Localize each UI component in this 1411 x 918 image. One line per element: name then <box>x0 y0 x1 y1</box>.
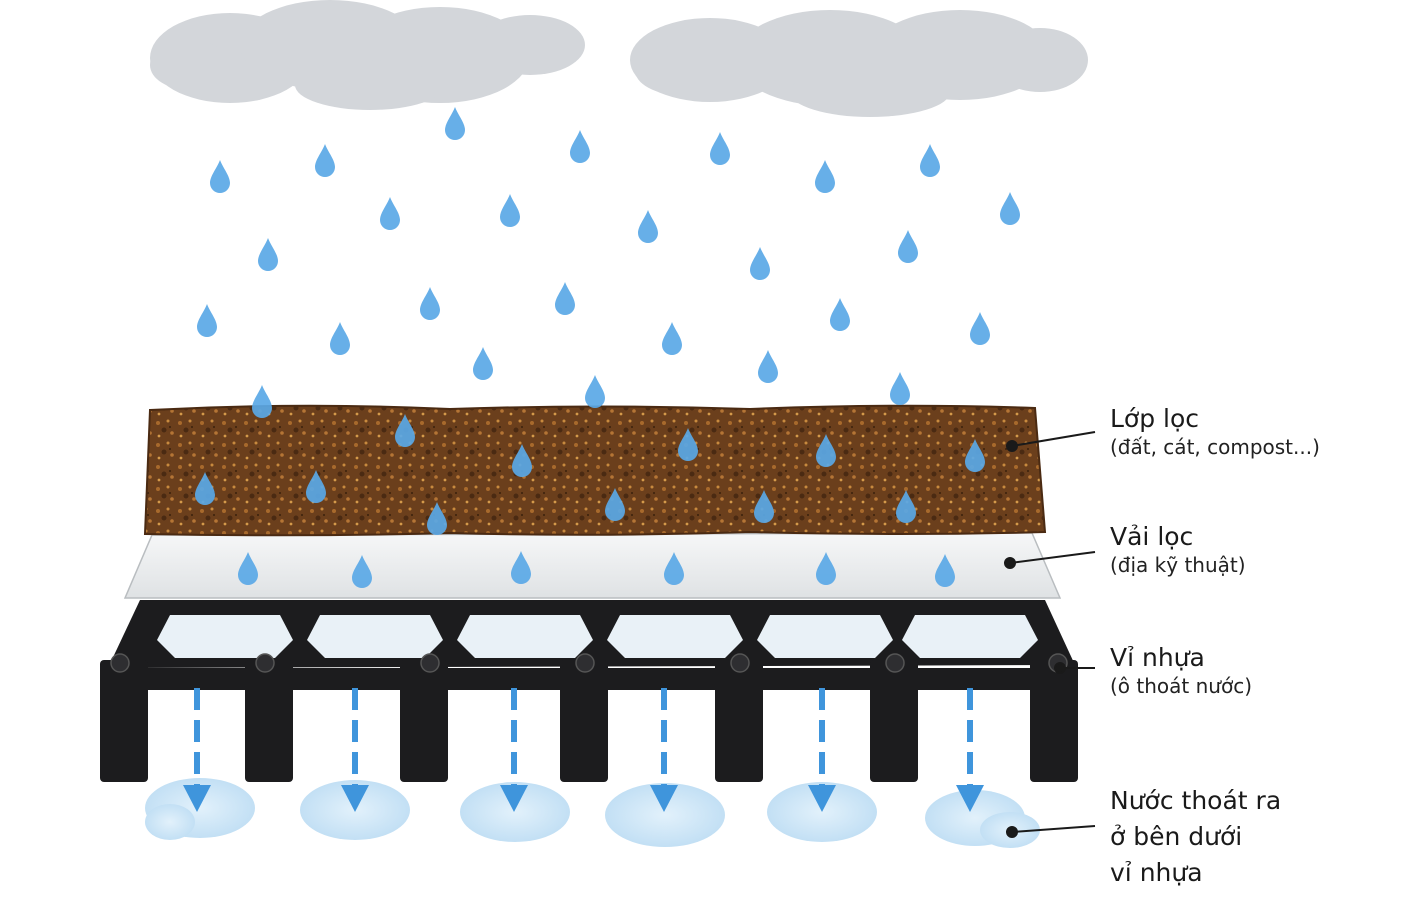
tray-rail <box>440 668 568 690</box>
raindrop-icon <box>197 304 217 337</box>
tray-rail <box>910 668 1038 690</box>
tray-leg <box>560 660 608 782</box>
tray-connector <box>885 653 905 673</box>
tray-leg <box>245 660 293 782</box>
raindrop-icon <box>920 144 940 177</box>
tray-connector <box>255 653 275 673</box>
raindrop-icon <box>638 210 658 243</box>
raindrop-icon <box>816 552 836 585</box>
drained-water-line-2: ở bên dưới <box>1110 822 1243 851</box>
filter-fabric <box>123 532 1062 599</box>
raindrop-icon <box>965 439 985 472</box>
raindrop-icon <box>664 552 684 585</box>
tray-leg <box>870 660 918 782</box>
tray-leg <box>715 660 763 782</box>
raindrop-icon <box>395 414 415 447</box>
raindrop-icon <box>512 444 532 477</box>
raindrop-icon <box>555 282 575 315</box>
label-filter-layer: Lớp lọc (đất, cát, compost...) <box>1110 404 1320 460</box>
raindrop-icon <box>195 472 215 505</box>
raindrop-icon <box>585 375 605 408</box>
raindrop-icon <box>427 502 447 535</box>
plastic-tray-title: Vỉ nhựa <box>1110 643 1205 672</box>
raindrop-icon <box>500 194 520 227</box>
tray-cell-opening <box>157 615 293 658</box>
tray-leg <box>400 660 448 782</box>
filter-fabric-subtitle: (địa kỹ thuật) <box>1110 553 1246 577</box>
arrow-down-icon <box>956 785 984 812</box>
raindrop-icon <box>380 197 400 230</box>
raindrop-icon <box>678 428 698 461</box>
raindrops <box>195 107 1020 588</box>
raindrop-icon <box>238 552 258 585</box>
plastic-tray-subtitle: (ô thoát nước) <box>1110 674 1252 698</box>
arrow-down-icon <box>341 785 369 812</box>
tray-cell-opening <box>902 615 1038 658</box>
raindrop-icon <box>830 298 850 331</box>
tray-leg <box>100 660 148 782</box>
label-drained-water: Nước thoát ra ở bên dưới vỉ nhựa <box>1110 783 1281 891</box>
drained-water-line-1: Nước thoát ra <box>1110 786 1282 815</box>
raindrop-icon <box>890 372 910 405</box>
raindrop-icon <box>315 144 335 177</box>
raindrop-icon <box>511 551 531 584</box>
arrow-down-icon <box>500 785 528 812</box>
raindrop-icon <box>816 434 836 467</box>
raindrop-icon <box>352 555 372 588</box>
raindrop-icon <box>306 470 326 503</box>
drained-water-line-3: vỉ nhựa <box>1110 858 1203 887</box>
tray-rail <box>600 668 723 690</box>
label-plastic-tray: Vỉ nhựa (ô thoát nước) <box>1110 643 1252 699</box>
cloud-right <box>630 10 1088 117</box>
raindrop-icon <box>1000 192 1020 225</box>
tray-cell-opening <box>757 615 893 658</box>
arrow-down-icon <box>650 785 678 812</box>
raindrop-icon <box>935 554 955 587</box>
plastic-drainage-tray <box>100 600 1078 782</box>
raindrop-icon <box>754 490 774 523</box>
raindrop-icon <box>662 322 682 355</box>
raindrop-icon <box>710 132 730 165</box>
raindrop-icon <box>970 312 990 345</box>
tray-connector <box>575 653 595 673</box>
label-filter-fabric: Vải lọc (địa kỹ thuật) <box>1110 522 1246 578</box>
tray-cell-opening <box>607 615 743 658</box>
raindrop-icon <box>605 488 625 521</box>
arrow-down-icon <box>808 785 836 812</box>
raindrop-icon <box>330 322 350 355</box>
tray-connector <box>730 653 750 673</box>
tray-rail <box>755 668 878 690</box>
cloud-left <box>150 0 585 110</box>
raindrop-icon <box>252 385 272 418</box>
raindrop-icon <box>473 347 493 380</box>
tray-connector <box>420 653 440 673</box>
raindrop-icon <box>210 160 230 193</box>
raindrop-icon <box>898 230 918 263</box>
tray-leg <box>1030 660 1078 782</box>
raindrop-icon <box>445 107 465 140</box>
leader-lines <box>1004 431 1096 838</box>
tray-rail <box>285 668 408 690</box>
tray-cell-opening <box>457 615 593 658</box>
filter-fabric-title: Vải lọc <box>1110 522 1194 551</box>
tray-rail <box>140 668 253 690</box>
raindrop-icon <box>815 160 835 193</box>
soil-filter-layer <box>143 404 1047 537</box>
raindrop-icon <box>258 238 278 271</box>
raindrop-icon <box>420 287 440 320</box>
filter-layer-subtitle: (đất, cát, compost...) <box>1110 435 1320 459</box>
arrow-down-icon <box>183 785 211 812</box>
tray-connector <box>110 653 130 673</box>
filter-layer-title: Lớp lọc <box>1110 404 1200 433</box>
tray-cell-opening <box>307 615 443 658</box>
raindrop-icon <box>758 350 778 383</box>
drained-water-puddles <box>145 778 1040 848</box>
raindrop-icon <box>750 247 770 280</box>
raindrop-icon <box>896 490 916 523</box>
drain-arrows <box>183 688 984 812</box>
raindrop-icon <box>570 130 590 163</box>
